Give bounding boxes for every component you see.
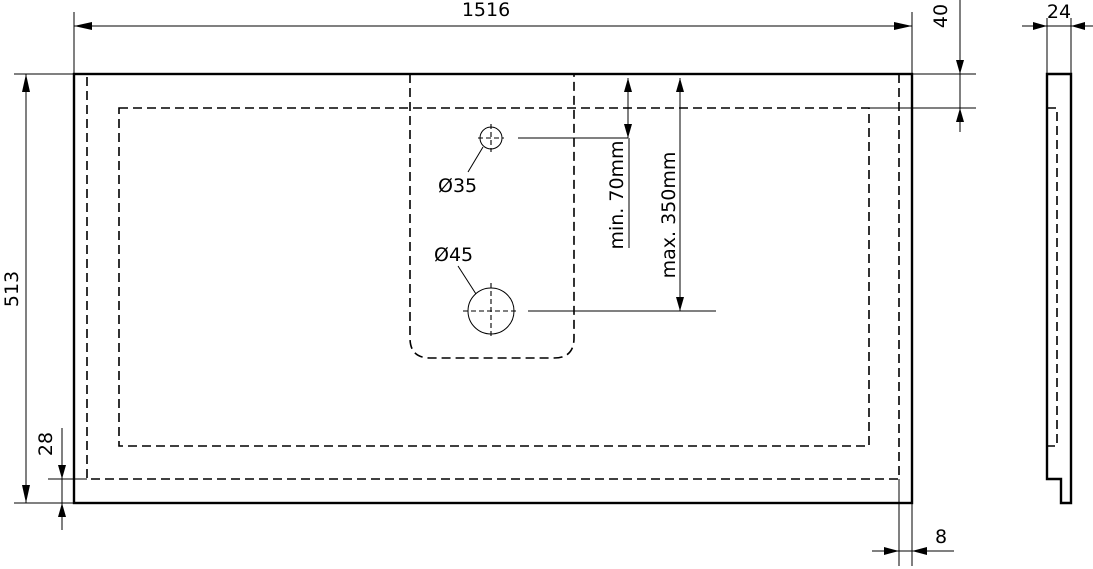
tap-hole-leader [467,146,484,173]
top-offset-dimension [869,0,976,132]
right-offset-dimension [872,479,954,566]
cabinet-dashed-outline [118,107,870,447]
top-offset-dimension-label: 40 [930,4,952,28]
max-distance-label: max. 350mm [658,152,680,279]
countertop-inner-dashed-outline [86,73,900,480]
min-distance-dimension [624,78,632,248]
front-lip-dimension-label: 28 [35,432,57,456]
depth-dimension-label: 513 [1,271,23,307]
max-distance-dimension [676,78,684,311]
drain-hole-label: Ø45 [434,244,473,266]
side-thickness-dimension [1022,18,1093,74]
basin-cutout-outline [409,74,575,359]
min-distance-label: min. 70mm [606,140,628,249]
width-dimension-label: 1516 [462,0,510,21]
drain-hole [463,283,716,339]
side-view-profile [1045,72,1073,505]
right-offset-dimension-label: 8 [935,526,947,548]
tap-hole-label: Ø35 [438,175,477,197]
drain-hole-leader [457,265,477,295]
depth-dimension [14,73,74,504]
side-thickness-label: 24 [1047,1,1071,23]
width-dimension [73,12,913,74]
front-lip-dimension [48,428,87,530]
tap-hole [478,124,628,152]
